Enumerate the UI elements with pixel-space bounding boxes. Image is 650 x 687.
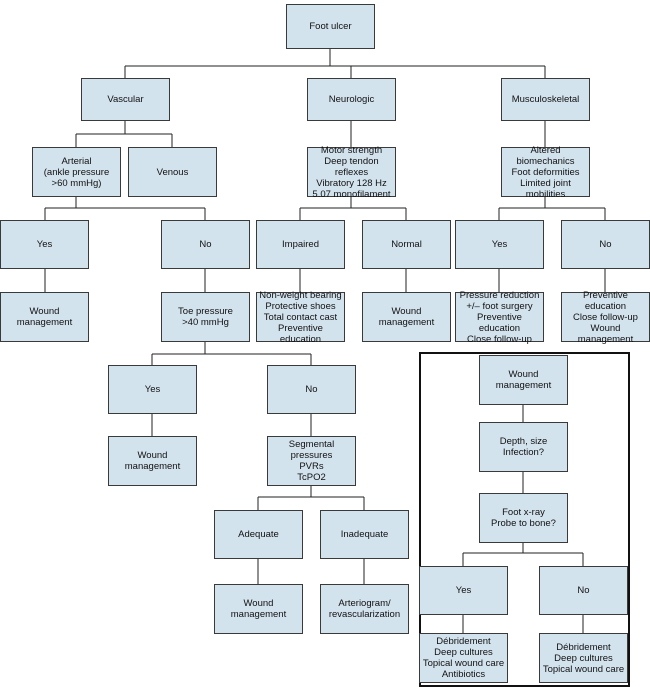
node-vascular-no: No — [161, 220, 250, 269]
node-msk-no-treatment: Preventive education Close follow-up Wou… — [561, 290, 650, 345]
node-vascular-yes: Yes — [0, 220, 89, 269]
node-inadequate: Inadequate — [320, 510, 409, 559]
node-adequate-wound: Wound management — [214, 584, 303, 634]
node-wm-no: No — [539, 566, 628, 615]
node-msk-yes-treatment: Pressure reduction +/– foot surgery Prev… — [455, 290, 544, 345]
node-arterial: Arterial (ankle pressure >60 mmHg) — [32, 147, 121, 197]
node-depth-size-infection: Depth, size Infection? — [479, 422, 568, 472]
node-impaired: Impaired — [256, 220, 345, 269]
node-vascular-yes-wound: Wound management — [0, 292, 89, 342]
node-normal: Normal — [362, 220, 451, 269]
node-vascular: Vascular — [81, 78, 170, 121]
node-wm-yes-treatment: Débridement Deep cultures Topical wound … — [419, 633, 508, 683]
node-msk-findings: Altered biomechanics Foot deformities Li… — [501, 145, 590, 200]
node-segmental-pressures: Segmental pressures PVRs TcPO2 — [267, 436, 356, 486]
node-msk-no: No — [561, 220, 650, 269]
node-toe-no: No — [267, 365, 356, 414]
node-arteriogram: Arteriogram/ revascularization — [320, 584, 409, 634]
node-neurologic: Neurologic — [307, 78, 396, 121]
node-wm-no-treatment: Débridement Deep cultures Topical wound … — [539, 633, 628, 683]
node-normal-wound: Wound management — [362, 292, 451, 342]
node-toe-yes-wound: Wound management — [108, 436, 197, 486]
node-toe-yes: Yes — [108, 365, 197, 414]
node-venous: Venous — [128, 147, 217, 197]
node-wm-yes: Yes — [419, 566, 508, 615]
wound-management-panel — [419, 352, 630, 687]
node-wound-management-title: Wound management — [479, 355, 568, 405]
node-neuro-tests: Motor strength Deep tendon reflexes Vibr… — [307, 145, 396, 200]
node-msk-yes: Yes — [455, 220, 544, 269]
node-foot-ulcer: Foot ulcer — [286, 4, 375, 49]
node-impaired-treatment: Non-weight bearing Protective shoes Tota… — [256, 290, 345, 345]
node-musculoskeletal: Musculoskeletal — [501, 78, 590, 121]
node-toe-pressure: Toe pressure >40 mmHg — [161, 292, 250, 342]
node-adequate: Adequate — [214, 510, 303, 559]
node-foot-xray: Foot x-ray Probe to bone? — [479, 493, 568, 543]
